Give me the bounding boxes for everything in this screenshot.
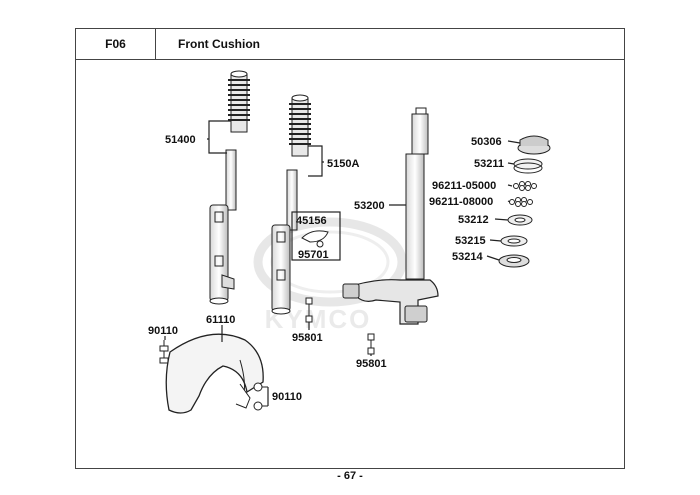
- section-code: F06: [76, 29, 156, 59]
- bolt-90110-right: [253, 382, 268, 411]
- label-53214: 53214: [452, 251, 483, 263]
- fork-leg-right: [271, 169, 298, 315]
- steering-stem: [342, 107, 439, 325]
- section-title: Front Cushion: [178, 37, 260, 51]
- label-51400: 51400: [165, 134, 196, 146]
- front-fender: [165, 333, 264, 414]
- page-number: - 67 -: [337, 470, 363, 482]
- label-50306: 50306: [471, 136, 502, 148]
- leader-lines: [164, 120, 521, 406]
- bearing-stack: [498, 135, 551, 268]
- clamp-detail-box: [291, 211, 341, 261]
- label-5150a: 5150A: [327, 158, 359, 170]
- bolt-95801-right: [367, 333, 375, 355]
- label-53211: 53211: [474, 158, 504, 170]
- label-95801-left: 95801: [292, 332, 323, 344]
- label-90110-right: 90110: [272, 391, 302, 403]
- hose-clamp: [301, 230, 329, 243]
- label-61110: 61110: [206, 314, 235, 326]
- label-53200: 53200: [354, 200, 385, 212]
- label-53212: 53212: [458, 214, 489, 226]
- diagram-frame: [75, 59, 625, 469]
- label-53215: 53215: [455, 235, 486, 247]
- label-95701: 95701: [298, 249, 329, 261]
- bolt-90110-left: [159, 340, 169, 364]
- label-95801-right: 95801: [356, 358, 387, 370]
- label-96211-08000: 96211-08000: [429, 196, 493, 208]
- label-90110-left: 90110: [148, 325, 178, 337]
- label-45156: 45156: [296, 215, 327, 227]
- fork-boot-left: [228, 70, 250, 133]
- label-96211-05000: 96211-05000: [432, 180, 496, 192]
- fork-leg-left: [209, 149, 237, 305]
- fork-boot-right: [289, 94, 311, 157]
